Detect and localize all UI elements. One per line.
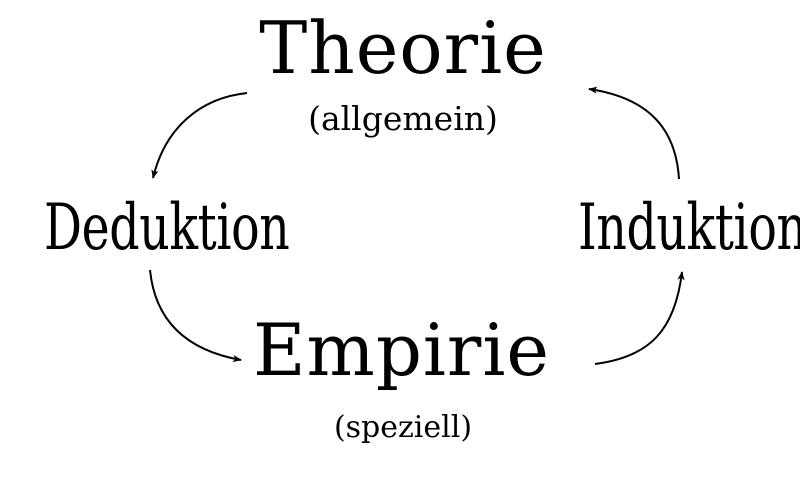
theory-title: Theorie [259, 6, 547, 90]
deduction-label: Deduktion [44, 191, 290, 265]
arrow-deduction-to-empiric [149, 269, 242, 363]
arrow-empiric-to-induction [594, 271, 685, 365]
arrow-induction-to-theory [588, 86, 680, 180]
theory-subtitle: (allgemein) [308, 99, 498, 138]
empiric-subtitle: (speziell) [333, 410, 473, 445]
empiric-title: Empirie [252, 308, 550, 392]
arrow-theory-to-deduction [151, 92, 248, 179]
induction-label: Induktion [578, 191, 800, 265]
